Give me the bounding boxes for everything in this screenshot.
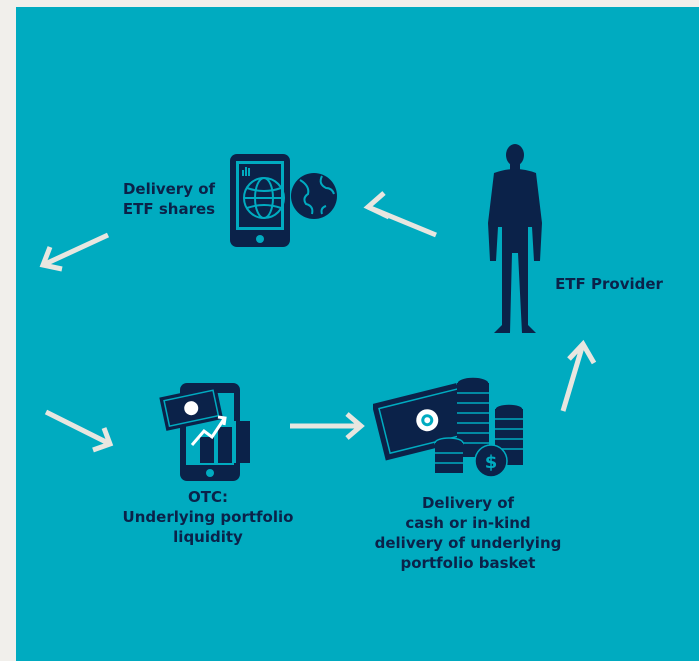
businessman-silhouette-icon: [488, 144, 542, 333]
arrow-etf-shares-out: [39, 232, 110, 272]
label-line: liquidity: [173, 528, 243, 546]
arrow-otc-to-basket: [290, 412, 365, 440]
label-line: portfolio basket: [400, 554, 536, 572]
svg-text:$: $: [485, 452, 498, 473]
label-delivery-cash-basket: Delivery of cash or in-kind delivery of …: [358, 493, 578, 573]
label-line: ETF shares: [122, 200, 216, 218]
tablet-globe-icon: [230, 154, 337, 247]
label-line: Underlying portfolio: [122, 508, 294, 526]
label-line: OTC:: [188, 488, 228, 506]
label-etf-provider: ETF Provider: [544, 274, 674, 294]
label-line: Delivery of: [122, 180, 216, 198]
arrow-in-to-otc: [44, 409, 114, 453]
banknote-coins-icon: $: [373, 376, 524, 478]
label-line: delivery of underlying: [374, 534, 562, 552]
arrow-basket-to-provider: [560, 339, 597, 412]
arrow-provider-to-etf-shares: [363, 191, 437, 238]
label-line: ETF Provider: [555, 275, 663, 293]
label-line: cash or in-kind: [405, 514, 531, 532]
label-line: Delivery of: [421, 494, 515, 512]
label-delivery-etf-shares: Delivery of ETF shares: [104, 179, 234, 219]
flow-arrows: [39, 191, 597, 453]
label-otc-liquidity: OTC: Underlying portfolio liquidity: [108, 487, 308, 547]
diagram-panel: $ Delivery of ETF shares ETF Provider OT…: [16, 7, 699, 661]
tablet-chart-icon: [159, 383, 250, 481]
